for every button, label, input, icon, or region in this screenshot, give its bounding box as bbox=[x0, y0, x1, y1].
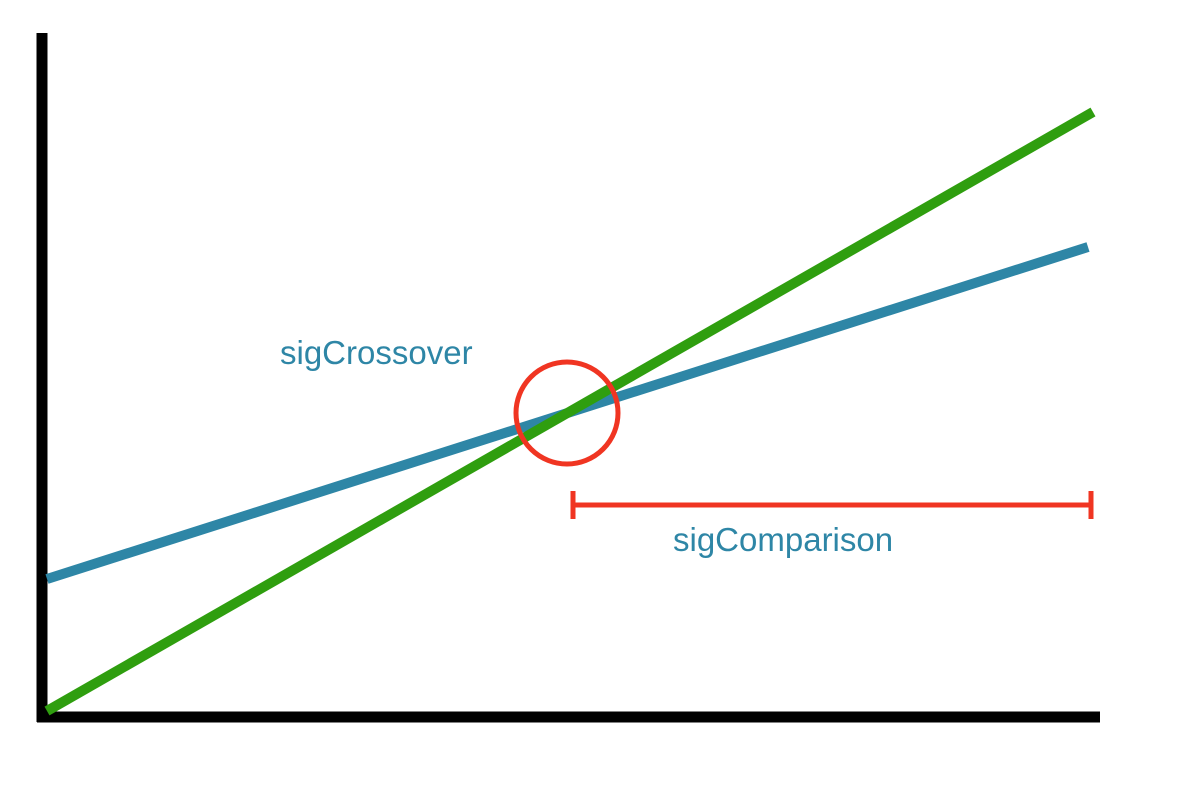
green-signal-line bbox=[44, 107, 1096, 716]
comparison-label: sigComparison bbox=[673, 521, 893, 558]
crossover-label: sigCrossover bbox=[280, 334, 473, 371]
crossover-circle bbox=[513, 359, 621, 467]
